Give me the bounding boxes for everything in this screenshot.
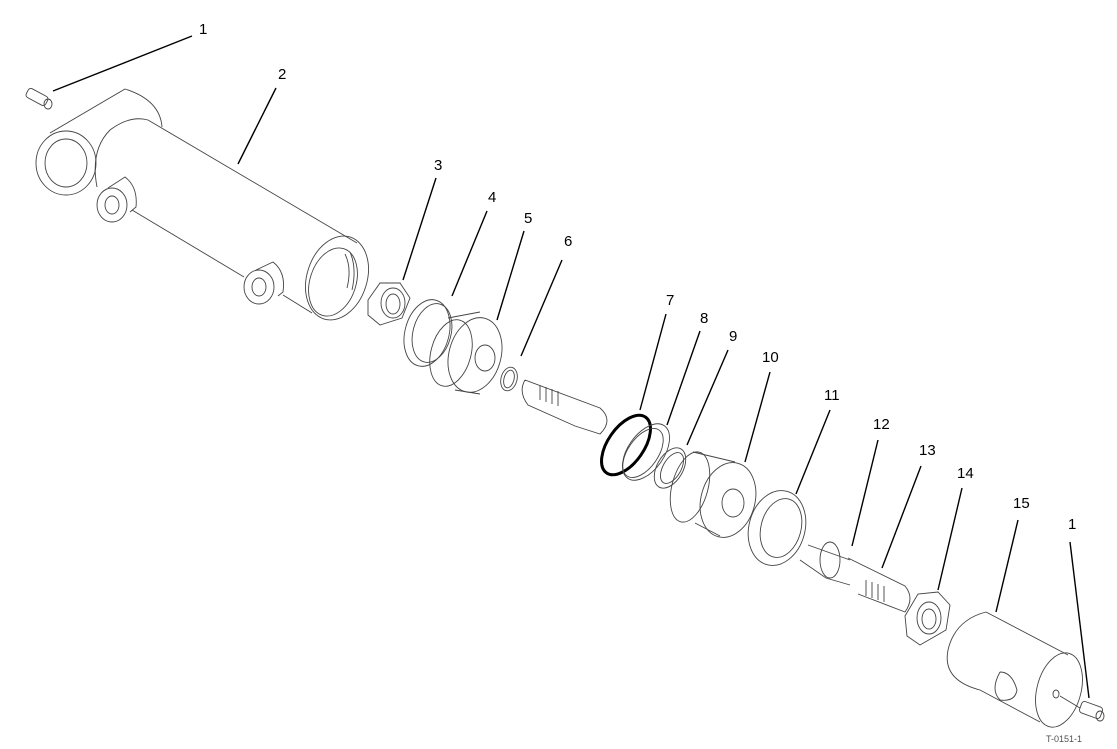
callout-part-2: 2: [278, 66, 287, 83]
backup-ring-2: [622, 423, 670, 481]
gland: [669, 451, 757, 538]
callout-part-9: 9: [729, 328, 738, 345]
callout-part-5: 5: [524, 210, 533, 227]
leader-lines: [52, 35, 1090, 699]
small-o-ring: [500, 366, 518, 392]
cylinder-body: [35, 88, 369, 321]
grease-fitting-bottom: [1059, 695, 1105, 722]
grease-fitting-top: [25, 88, 53, 110]
callout-part-10: 10: [762, 349, 779, 366]
callout-part-1-top: 1: [199, 21, 208, 38]
nut-right: [904, 591, 951, 646]
figure-id: T-0151-1: [1046, 734, 1083, 744]
callout-part-14: 14: [957, 465, 974, 482]
callout-part-15: 15: [1013, 495, 1030, 512]
callout-part-1-bottom: 1: [1068, 516, 1077, 533]
backup-ring: [403, 299, 453, 367]
piston: [429, 311, 503, 395]
callout-part-11: 11: [824, 387, 840, 404]
callout-part-12: 12: [873, 416, 890, 433]
callout-part-3: 3: [434, 157, 443, 174]
wear-ring: [653, 447, 687, 489]
callout-part-8: 8: [700, 310, 709, 327]
nut-left: [367, 282, 411, 326]
callout-part-4: 4: [488, 189, 497, 206]
piston-rod-stud: [521, 379, 608, 435]
piston-rod: [799, 541, 911, 613]
callout-part-13: 13: [919, 442, 936, 459]
callout-part-6: 6: [564, 233, 573, 250]
callout-part-7: 7: [666, 292, 675, 309]
rod-end: [946, 611, 1083, 728]
o-ring-large: [600, 413, 652, 477]
rod-seal: [747, 490, 807, 566]
